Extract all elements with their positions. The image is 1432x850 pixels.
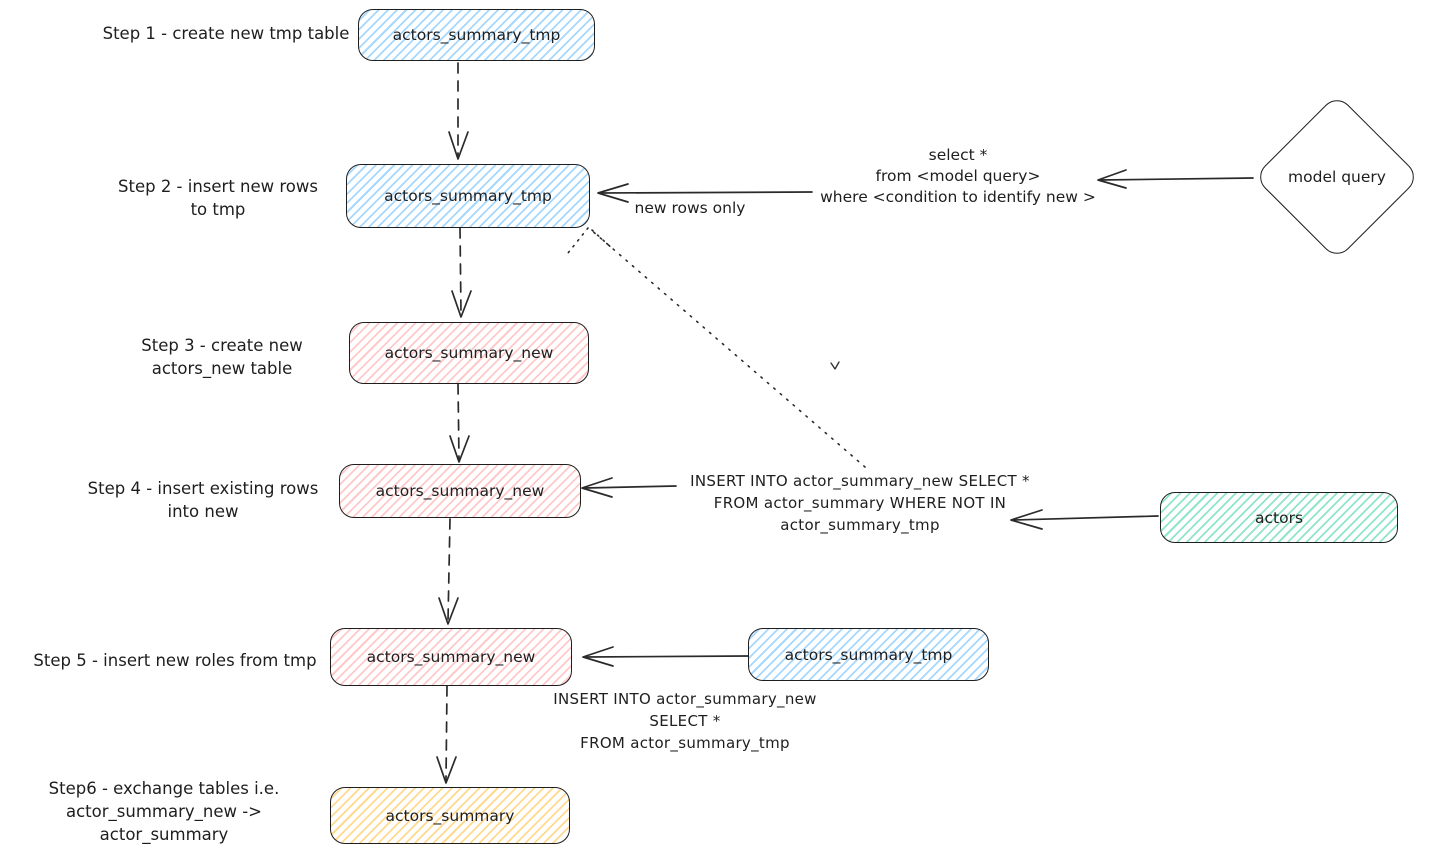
arrow-model-query-to-text [1097, 169, 1254, 189]
node-actors-summary-step6[interactable]: actors_summary [330, 787, 570, 844]
node-actors-summary-new-step3[interactable]: actors_summary_new [349, 322, 589, 384]
step4-label: Step 4 - insert existing rows into new [87, 479, 319, 521]
node-label: actors_summary_tmp [392, 26, 561, 44]
node-label: actors_summary [385, 806, 515, 825]
arrow-step1-to-step2 [448, 62, 469, 160]
node-actors-summary-tmp-step2[interactable]: actors_summary_tmp [346, 164, 590, 228]
arrow-text-to-step2-box [597, 183, 813, 203]
node-actors-summary-new-step4[interactable]: actors_summary_new [339, 464, 581, 518]
dotted-link-step2-to-sql [567, 227, 866, 468]
step1-label: Step 1 - create new tmp table [102, 24, 350, 43]
arrow-step4-to-step5 [438, 518, 459, 625]
node-actors-summary-tmp-source[interactable]: actors_summary_tmp [748, 628, 989, 681]
step3-label: Step 3 - create new actors_new table [141, 336, 303, 378]
node-label: actors_summary_new [375, 482, 545, 500]
step5-label: Step 5 - insert new roles from tmp [33, 651, 317, 670]
node-label: actors [1254, 508, 1304, 527]
node-actors-summary-tmp-step1[interactable]: actors_summary_tmp [358, 9, 595, 61]
node-model-query[interactable]: model query [1253, 93, 1421, 261]
node-actors-source[interactable]: actors [1160, 492, 1398, 543]
arrow-sql-to-step4-box [581, 477, 677, 498]
node-label: actors_summary_new [366, 648, 536, 666]
arrow-step2-to-step3 [451, 227, 472, 318]
node-label: actors_summary_tmp [784, 645, 953, 664]
node-label: actors_summary_tmp [384, 187, 552, 205]
insert-from-tmp-sql-annotation: INSERT INTO actor_summary_new SELECT * F… [553, 690, 817, 752]
node-label: actors_summary_new [384, 344, 554, 362]
step6-label: Step6 - exchange tables i.e. actor_summa… [48, 779, 280, 844]
arrow-step5-to-step6 [436, 685, 457, 784]
insert-existing-sql-annotation: INSERT INTO actor_summary_new SELECT * F… [690, 472, 1030, 534]
new-rows-only-annotation: new rows only [634, 199, 746, 217]
step2-label: Step 2 - insert new rows to tmp [118, 177, 318, 219]
stray-mark [830, 361, 840, 370]
arrow-step3-to-step4 [449, 383, 470, 463]
arrow-actors-to-sql [1010, 509, 1159, 530]
node-label: model query [1288, 168, 1386, 186]
select-query-annotation: select * from <model query> where <condi… [820, 146, 1096, 206]
arrow-tmp-to-step5-box [582, 646, 749, 667]
node-actors-summary-new-step5[interactable]: actors_summary_new [330, 628, 572, 686]
